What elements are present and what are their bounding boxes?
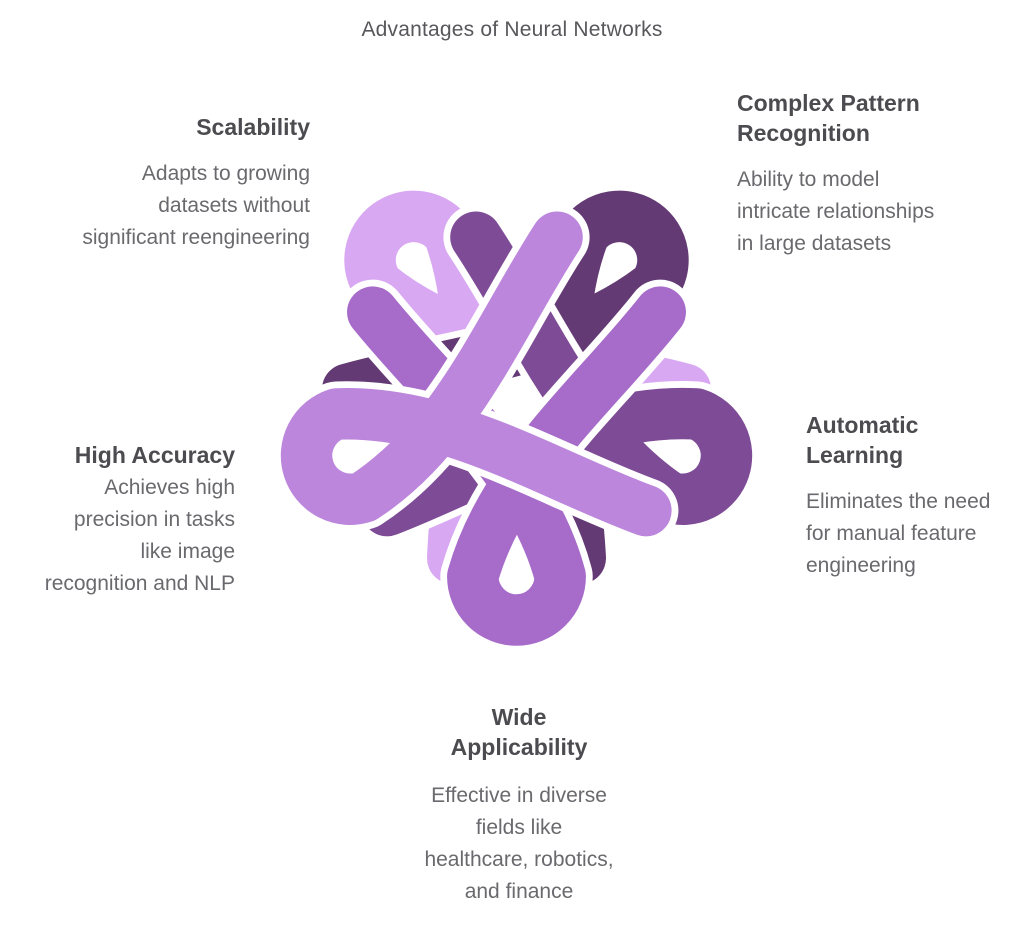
item-description-complex-pattern-recognition: Ability to model intricate relationships…: [737, 168, 935, 255]
item-block-complex-pattern-recognition: Complex Pattern Recognition Ability to m…: [737, 88, 949, 260]
item-block-scalability: Scalability Adapts to growing datasets w…: [65, 112, 310, 254]
item-description-wide-applicability: Effective in diverse fields like healthc…: [424, 784, 614, 903]
item-block-automatic-learning: Automatic Learning Eliminates the need f…: [806, 410, 1006, 582]
item-label-high-accuracy: High Accuracy: [74, 442, 235, 468]
item-description-automatic-learning: Eliminates the need for manual feature e…: [806, 490, 991, 577]
item-block-high-accuracy: High Accuracy Achieves high precision in…: [40, 440, 235, 600]
item-description-scalability: Adapts to growing datasets without signi…: [82, 162, 310, 249]
item-label-scalability: Scalability: [196, 114, 310, 140]
item-block-wide-applicability: Wide Applicability Effective in diverse …: [424, 702, 614, 908]
item-label-complex-pattern-recognition: Complex Pattern Recognition: [737, 90, 920, 146]
item-label-automatic-learning: Automatic Learning: [806, 412, 919, 468]
item-description-high-accuracy: Achieves high precision in tasks like im…: [44, 476, 235, 595]
page-title: Advantages of Neural Networks: [361, 18, 663, 41]
item-label-wide-applicability: Wide Applicability: [450, 704, 588, 760]
knot-graphic: [264, 149, 769, 654]
